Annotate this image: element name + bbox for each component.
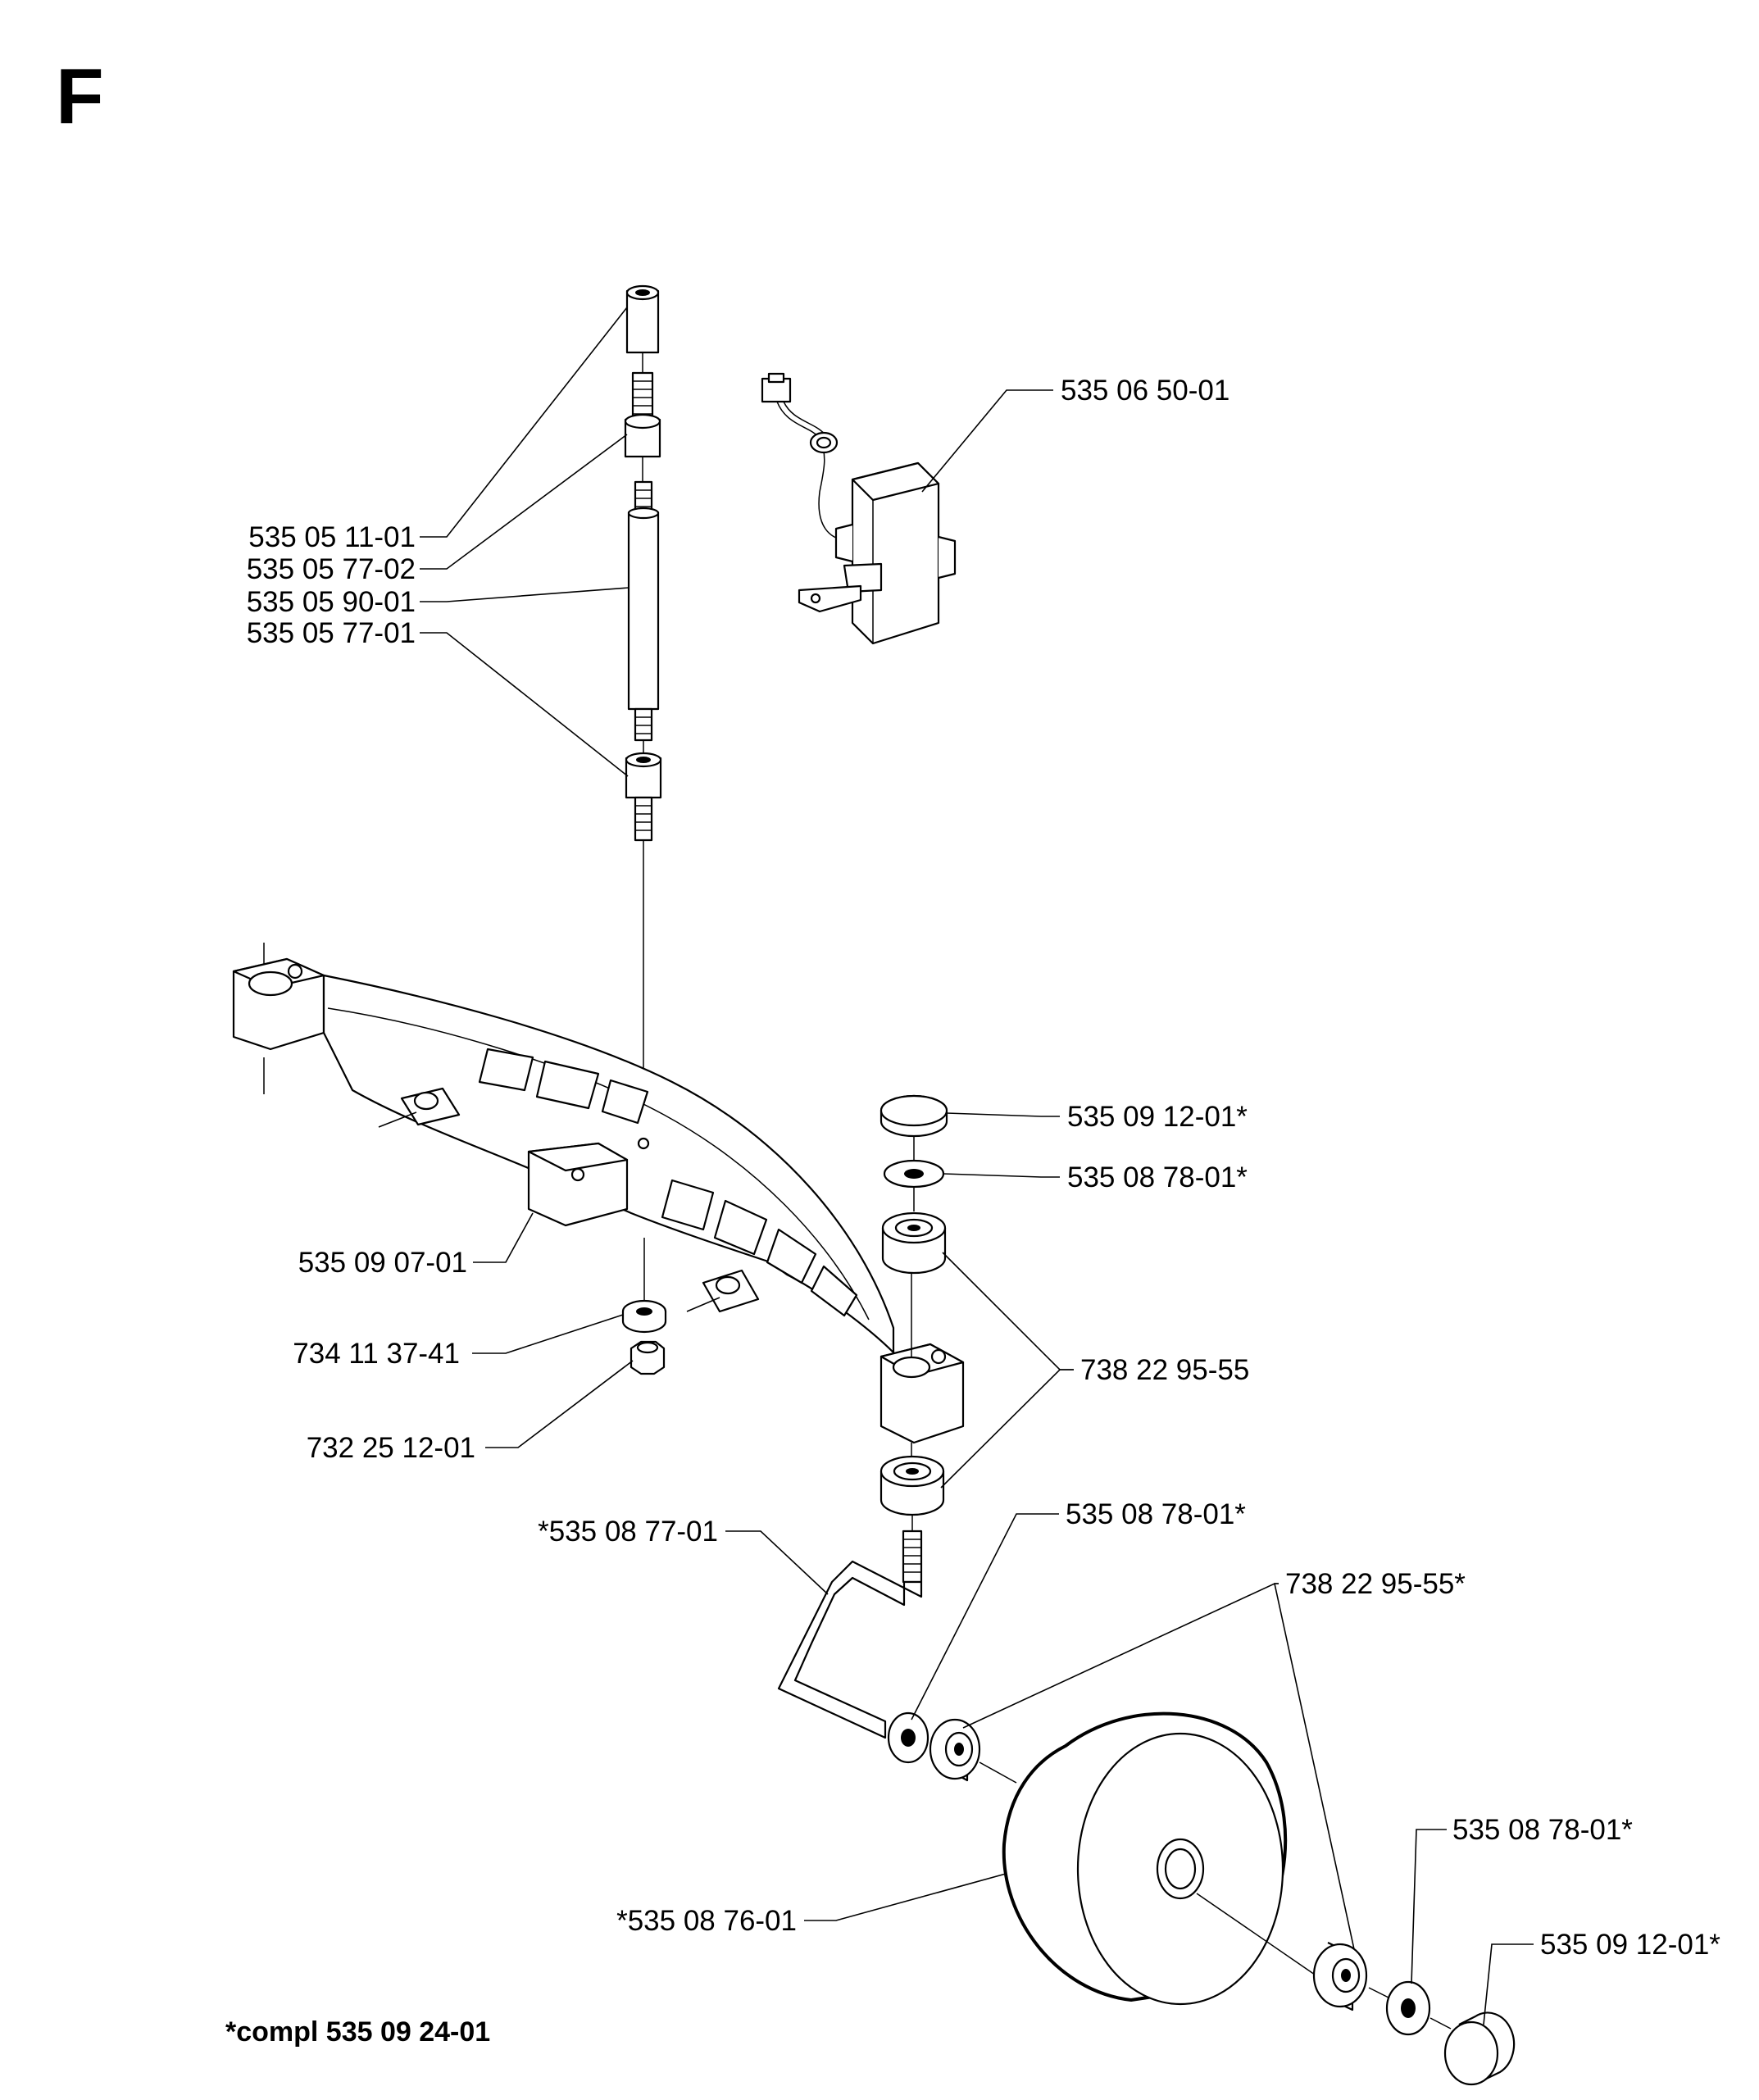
label-738-22-95-55: 738 22 95-55	[1080, 1354, 1249, 1386]
label-535-08-78-01-left: 535 08 78-01*	[1066, 1498, 1246, 1530]
label-535-08-77-01: *535 08 77-01	[538, 1516, 718, 1548]
label-535-06-50-01: 535 06 50-01	[1061, 375, 1229, 407]
label-535-08-78-01-top: 535 08 78-01*	[1067, 1161, 1248, 1193]
section-letter: F	[56, 52, 104, 140]
upper-spacer	[624, 413, 661, 458]
shaft-assembly	[624, 284, 662, 1143]
label-535-05-11-01: 535 05 11-01	[248, 521, 416, 553]
label-535-09-07-01: 535 09 07-01	[298, 1247, 467, 1279]
bearing-738-left	[929, 1718, 981, 1782]
crank-axle	[777, 1530, 923, 1739]
label-535-08-78-01-right: 535 08 78-01*	[1452, 1814, 1633, 1846]
label-732-25-12-01: 732 25 12-01	[307, 1432, 475, 1464]
cap-535-09-12-right	[1443, 2011, 1516, 2086]
label-738-22-95-55-star: 738 22 95-55*	[1285, 1568, 1466, 1600]
footnote: *compl 535 09 24-01	[225, 2016, 490, 2048]
label-734-11-37-41: 734 11 37-41	[293, 1338, 460, 1370]
top-sleeve-nut	[625, 284, 660, 354]
washer-734	[621, 1299, 667, 1334]
bearing-738-right	[1312, 1942, 1368, 2011]
long-shaft	[627, 507, 660, 711]
threaded-stud-top	[631, 371, 654, 422]
label-535-09-12-01-right: 535 09 12-01*	[1540, 1929, 1720, 1961]
bearing-738-top	[881, 1211, 947, 1275]
lower-coupling-nut	[625, 752, 662, 799]
leader-lines	[420, 307, 1534, 2025]
label-535-09-12-01-top: 535 09 12-01*	[1067, 1101, 1248, 1133]
washer-535-08-78-top	[883, 1159, 945, 1189]
shaft-lower-thread	[634, 707, 653, 742]
bearing-738-bottom	[880, 1455, 945, 1516]
bottom-stud	[634, 796, 653, 842]
cap-535-09-12-top	[880, 1094, 948, 1138]
part-labels: 535 05 11-01 535 05 77-02 535 05 90-01 5…	[247, 375, 1721, 1961]
label-535-05-77-02: 535 05 77-02	[247, 553, 416, 585]
sensor-switch	[761, 372, 957, 645]
label-535-08-76-01: *535 08 76-01	[616, 1905, 797, 1937]
washer-535-08-78-right	[1385, 1980, 1431, 2036]
washer-535-08-78-left	[887, 1711, 929, 1764]
label-535-05-77-01: 535 05 77-01	[247, 617, 416, 649]
label-535-05-90-01: 535 05 90-01	[247, 586, 416, 618]
nut-732	[630, 1340, 666, 1375]
main-frame	[232, 943, 965, 1459]
wheel-535-08-76	[1002, 1711, 1288, 2006]
